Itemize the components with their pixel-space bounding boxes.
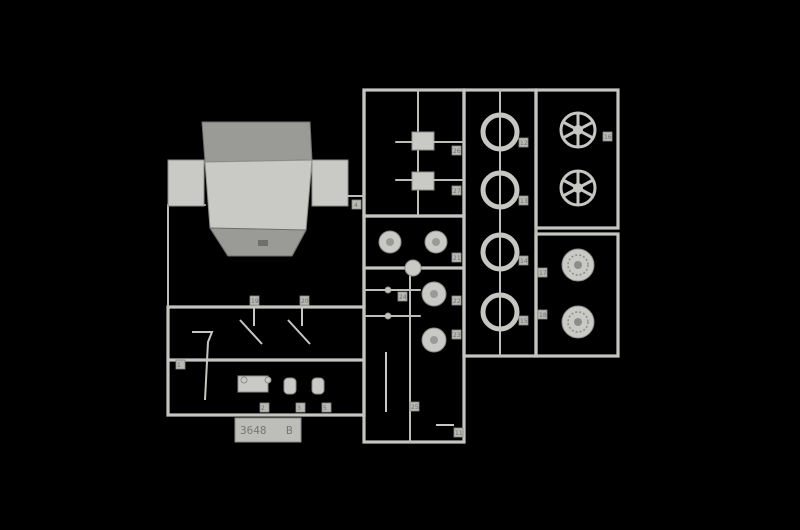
- tab-number: 20: [301, 298, 309, 305]
- sprue-runners: [166, 88, 620, 444]
- tab-number: 18: [539, 312, 547, 319]
- tab-number: 22: [453, 298, 461, 305]
- tab-number: 27: [453, 188, 461, 195]
- chassis-tub-part: 4: [167, 121, 365, 257]
- tab-number: 16: [604, 134, 612, 141]
- tab-number: 17: [539, 270, 547, 277]
- tab-number: 19: [251, 298, 259, 305]
- tab-number: 2: [261, 405, 265, 412]
- brake-drums: 21 22 23 24 25 11: [363, 230, 464, 438]
- sprue-letter: B: [286, 424, 293, 437]
- tab-number: 1: [177, 362, 181, 369]
- tab-number: 24: [399, 294, 407, 301]
- tab-number: 3: [297, 405, 301, 412]
- tab-number: 13: [520, 198, 528, 205]
- radiator-parts: 26 27: [395, 131, 465, 196]
- tab-number: 12: [520, 140, 528, 147]
- tab-number: 14: [520, 258, 528, 265]
- tab-number: 11: [455, 430, 463, 437]
- tab-number: 25: [411, 404, 419, 411]
- tire-rims: 12 13 14 15: [480, 112, 529, 332]
- sprue-id-plate: 3648 B: [234, 417, 302, 443]
- disc-wheels: 17 18: [537, 248, 595, 339]
- pedal-parts: 19 20 1 2 3 5: [175, 295, 332, 413]
- spoked-wheel-hubs: 16: [559, 111, 613, 207]
- tab-number: 5: [323, 405, 327, 412]
- tab-number: 4: [354, 202, 358, 209]
- tab-number: 21: [453, 255, 461, 262]
- kit-code: 3648: [240, 424, 267, 437]
- tab-number: 23: [453, 332, 461, 339]
- tab-number: 15: [520, 318, 528, 325]
- tab-number: 26: [453, 148, 461, 155]
